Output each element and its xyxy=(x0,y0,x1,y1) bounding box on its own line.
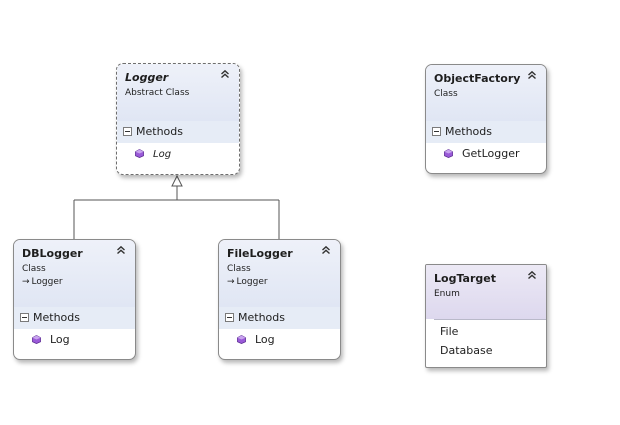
logtarget-values: File Database xyxy=(434,319,546,360)
chevron-double-up-icon[interactable] xyxy=(526,270,538,282)
objectfactory-method-getlogger[interactable]: GetLogger xyxy=(426,143,546,165)
logger-method-log[interactable]: Log xyxy=(117,143,239,165)
objectfactory-stereotype: Class xyxy=(434,89,458,99)
minus-box-icon[interactable] xyxy=(123,126,132,136)
minus-box-icon[interactable] xyxy=(432,126,441,136)
objectfactory-methods-label: Methods xyxy=(445,125,492,138)
generalization-arrowhead-icon xyxy=(171,174,183,187)
filelogger-class-shape[interactable]: FileLogger Class →Logger Methods Log xyxy=(218,239,341,360)
chevron-double-up-icon[interactable] xyxy=(526,70,538,82)
chevron-double-up-icon[interactable] xyxy=(115,245,127,257)
dblogger-methods-label: Methods xyxy=(33,311,80,324)
dblogger-stereotype: Class xyxy=(22,264,46,274)
dblogger-methods-section[interactable]: Methods xyxy=(14,307,135,329)
logger-methods-section[interactable]: Methods xyxy=(117,121,239,143)
objectfactory-class-shape[interactable]: ObjectFactory Class Methods GetLogger xyxy=(425,64,547,174)
filelogger-stereotype: Class xyxy=(227,264,251,274)
arrow-right-icon: → xyxy=(22,277,30,287)
minus-box-icon[interactable] xyxy=(225,312,234,322)
filelogger-methods-section[interactable]: Methods xyxy=(219,307,340,329)
enum-value[interactable]: File xyxy=(440,325,459,338)
method-cube-icon xyxy=(444,148,453,158)
filelogger-method-log[interactable]: Log xyxy=(219,329,340,351)
dblogger-method-log[interactable]: Log xyxy=(14,329,135,351)
logger-class-shape[interactable]: Logger Abstract Class Methods Log xyxy=(116,63,240,175)
enum-value[interactable]: Database xyxy=(440,344,493,357)
logger-title: Logger xyxy=(125,71,169,84)
dblogger-class-shape[interactable]: DBLogger Class →Logger Methods Log xyxy=(13,239,136,360)
logtarget-header: LogTarget Enum xyxy=(426,265,546,319)
dblogger-title: DBLogger xyxy=(22,247,83,260)
objectfactory-header: ObjectFactory Class xyxy=(426,65,546,121)
logger-header: Logger Abstract Class xyxy=(117,64,239,121)
minus-box-icon[interactable] xyxy=(20,312,29,322)
method-cube-icon xyxy=(135,148,144,158)
filelogger-base-name: Logger xyxy=(236,277,268,287)
filelogger-header: FileLogger Class →Logger xyxy=(219,240,340,307)
logger-stereotype: Abstract Class xyxy=(125,88,190,98)
chevron-double-up-icon[interactable] xyxy=(219,69,231,81)
objectfactory-title: ObjectFactory xyxy=(434,72,521,85)
logtarget-title: LogTarget xyxy=(434,272,496,285)
objectfactory-method-name: GetLogger xyxy=(462,147,520,160)
filelogger-methods-label: Methods xyxy=(238,311,285,324)
filelogger-title: FileLogger xyxy=(227,247,293,260)
method-cube-icon xyxy=(237,334,246,344)
dblogger-method-name: Log xyxy=(50,333,70,346)
filelogger-method-name: Log xyxy=(255,333,275,346)
method-cube-icon xyxy=(32,334,41,344)
dblogger-base-class: →Logger xyxy=(22,276,109,289)
logtarget-enum-shape[interactable]: LogTarget Enum File Database xyxy=(425,264,547,368)
dblogger-header: DBLogger Class →Logger xyxy=(14,240,135,307)
filelogger-base-class: →Logger xyxy=(227,276,314,289)
dblogger-base-name: Logger xyxy=(31,277,63,287)
logger-method-name: Log xyxy=(153,149,172,160)
objectfactory-methods-section[interactable]: Methods xyxy=(426,121,546,143)
arrow-right-icon: → xyxy=(227,277,235,287)
chevron-double-up-icon[interactable] xyxy=(320,245,332,257)
logger-methods-label: Methods xyxy=(136,125,183,138)
logtarget-stereotype: Enum xyxy=(434,289,460,299)
